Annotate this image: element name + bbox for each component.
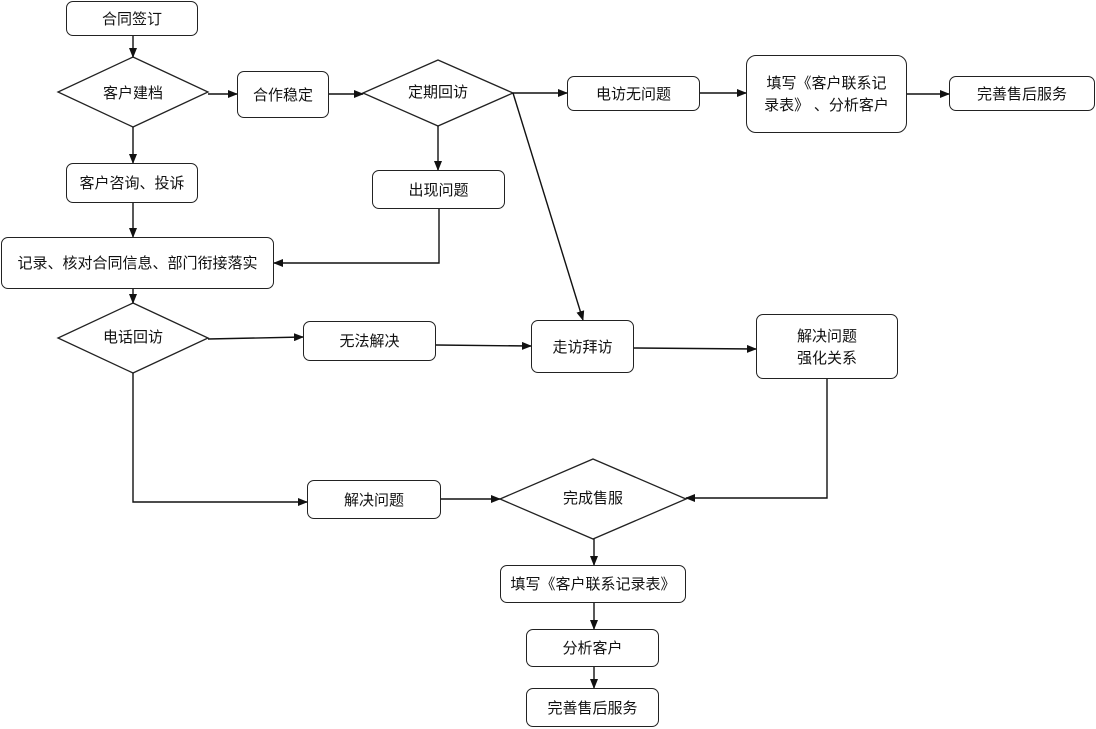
contract-box: 合同签订 [66,1,198,36]
record-box: 记录、核对合同信息、部门衔接落实 [1,237,274,289]
analyze-box: 分析客户 [526,629,659,667]
problem-box: 出现问题 [372,170,505,209]
fill-form-box: 填写《客户联系记录表》 [500,565,686,603]
archive-label: 客户建档 [102,83,163,102]
phone-visit-label: 电话回访 [102,327,163,346]
arrow-regular-visit [512,92,585,321]
complete-diamond [498,458,688,540]
arrow-problem-record [273,209,440,267]
arrow-visit-solvestrengthen [633,344,757,353]
stable-box: 合作稳定 [237,71,329,118]
cannot-solve-box: 无法解决 [303,321,436,361]
arrow-cannot-visit [435,341,532,350]
arrow-phone-cannot [207,333,304,342]
visit-box: 走访拜访 [531,320,634,373]
solve-strengthen-box: 解决问题 强化关系 [756,314,898,379]
consult-box: 客户咨询、投诉 [66,163,198,203]
phone-ok-box: 电访无问题 [567,76,700,111]
fill-form-top-box: 填写《客户联系记 录表》 、分析客户 [746,55,907,133]
arrow-solvestrengthen-complete [685,379,828,502]
complete-label: 完成售服 [562,488,623,507]
solve-box: 解决问题 [307,480,441,519]
regular-visit-label: 定期回访 [407,82,468,101]
perfect-top-box: 完善售后服务 [949,76,1095,111]
perfect-box: 完善售后服务 [526,688,659,727]
arrow-phone-solve [132,373,308,506]
